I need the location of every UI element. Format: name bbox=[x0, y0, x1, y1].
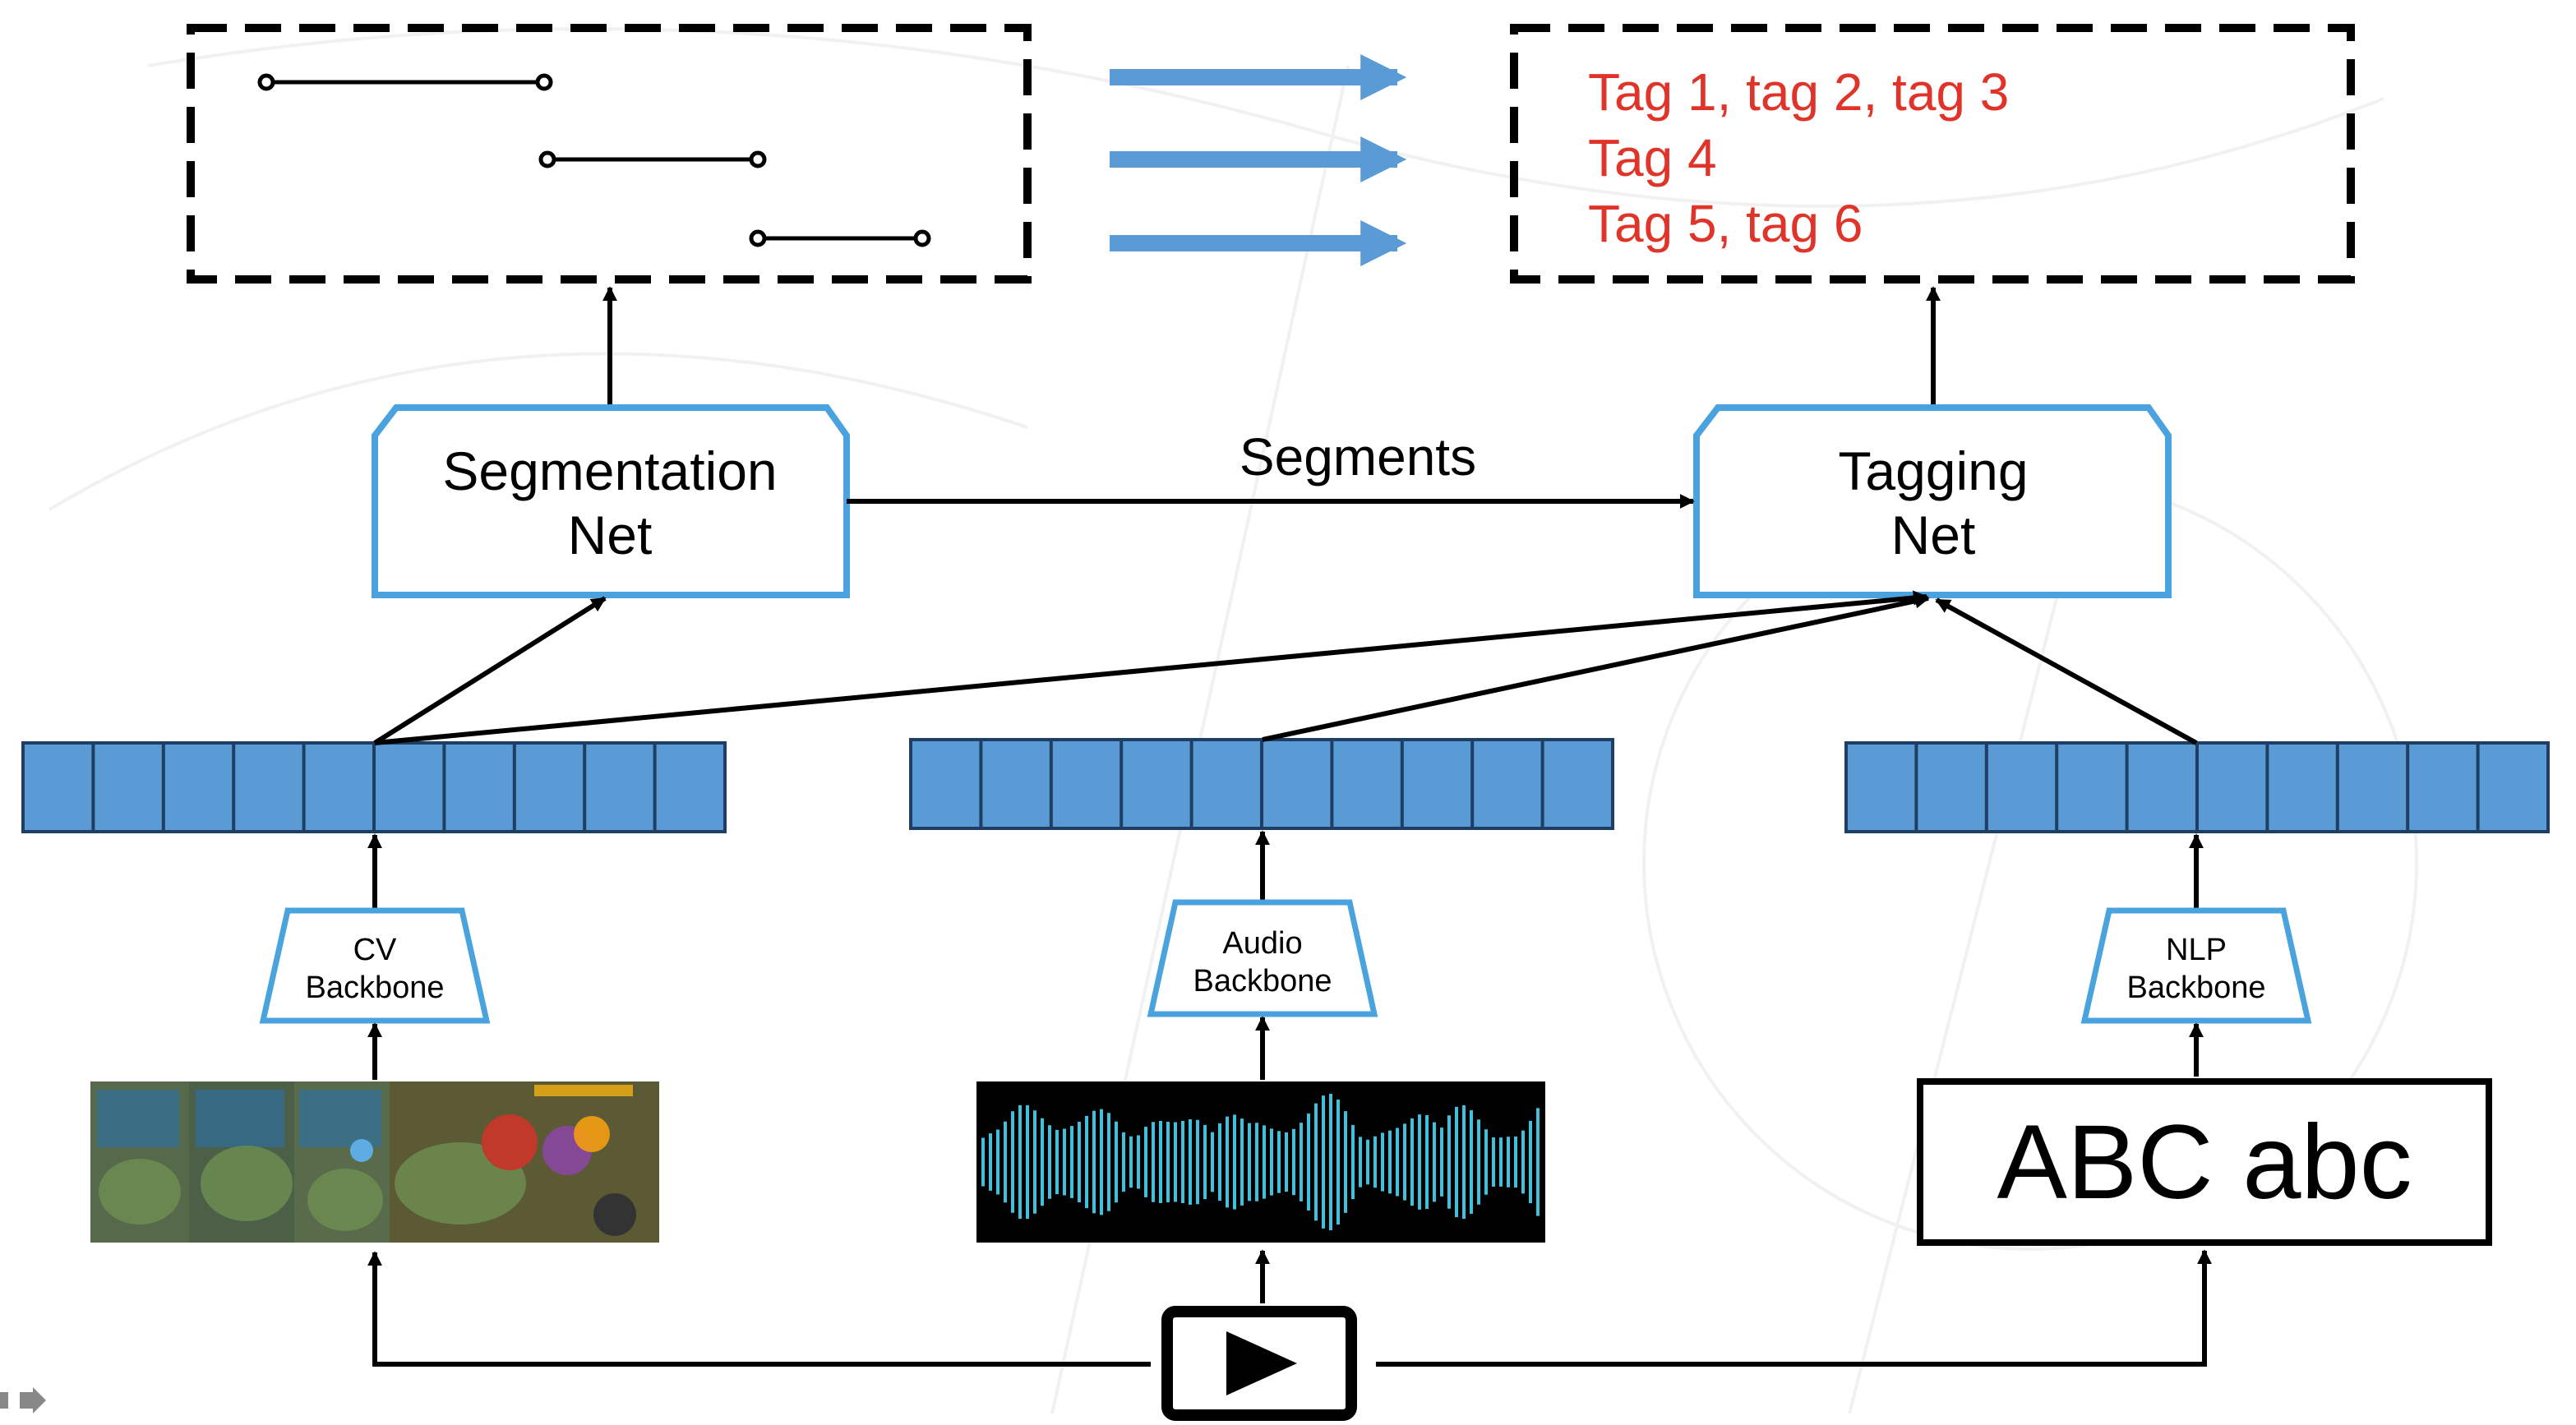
nlp-backbone: NLP Backbone bbox=[2080, 907, 2312, 1024]
tag-line-1: Tag 1, tag 2, tag 3 bbox=[1588, 62, 2009, 122]
audio-feature-vector bbox=[909, 738, 1614, 830]
audio-backbone-label-1: Audio bbox=[1222, 926, 1302, 961]
arrow-cv-to-segmentation bbox=[373, 596, 607, 745]
audio-backbone-label-2: Backbone bbox=[1193, 964, 1332, 998]
cv-feature-vector bbox=[21, 741, 727, 833]
text-input-label: ABC abc bbox=[1997, 1104, 2412, 1221]
cv-backbone-label-1: CV bbox=[353, 933, 397, 967]
segments-output-box bbox=[187, 24, 1032, 284]
tagging-net: Tagging Net bbox=[1693, 404, 2172, 598]
segmentation-net-label-1: Segmentation bbox=[442, 440, 777, 501]
tagging-net-label-2: Net bbox=[1891, 505, 1976, 565]
audio-backbone: Audio Backbone bbox=[1147, 899, 1378, 1017]
nav-arrow-icon bbox=[0, 1387, 46, 1413]
tag-line-3: Tag 5, tag 6 bbox=[1588, 194, 1863, 253]
tagging-net-box bbox=[1693, 404, 2172, 598]
segmentation-net: Segmentation Net bbox=[372, 404, 850, 598]
segment-start-dot bbox=[749, 229, 767, 247]
segment-start-dot bbox=[257, 73, 275, 91]
video-frames-image bbox=[90, 1081, 659, 1243]
nlp-backbone-label-2: Backbone bbox=[2126, 971, 2265, 1005]
text-input-box: ABC abc bbox=[1917, 1078, 2492, 1246]
input-to-backbone-arrows bbox=[367, 1016, 2204, 1080]
segment-to-tag-arrows bbox=[1110, 54, 1407, 266]
feature-to-net-arrows bbox=[373, 590, 2198, 745]
video-routing-arrows bbox=[367, 1249, 2212, 1367]
arrow-cv-to-tagging bbox=[374, 590, 1928, 745]
audio-waveform-image bbox=[976, 1081, 1545, 1243]
backbone-to-feature-arrows bbox=[367, 830, 2204, 911]
cv-backbone-label-2: Backbone bbox=[305, 971, 444, 1005]
segmentation-net-box bbox=[372, 404, 850, 598]
segments-label: Segments bbox=[1240, 427, 1476, 487]
tagging-net-label-1: Tagging bbox=[1838, 440, 2028, 501]
arrow-nlp-to-tagging bbox=[1935, 597, 2198, 745]
play-icon bbox=[1226, 1331, 1297, 1395]
segmentation-net-label-2: Net bbox=[568, 505, 653, 565]
nlp-backbone-label-1: NLP bbox=[2166, 933, 2227, 967]
segment-timeline bbox=[257, 73, 931, 247]
segment-end-dot bbox=[535, 73, 553, 91]
segment-start-dot bbox=[538, 150, 556, 168]
video-source bbox=[1161, 1306, 1357, 1421]
arrow-audio-to-tagging bbox=[1262, 593, 1930, 742]
segment-end-dot bbox=[913, 229, 931, 247]
tag-line-2: Tag 4 bbox=[1588, 128, 1717, 187]
segment-end-dot bbox=[749, 150, 767, 168]
nlp-feature-vector bbox=[1844, 741, 2550, 833]
cv-backbone: CV Backbone bbox=[259, 907, 491, 1024]
